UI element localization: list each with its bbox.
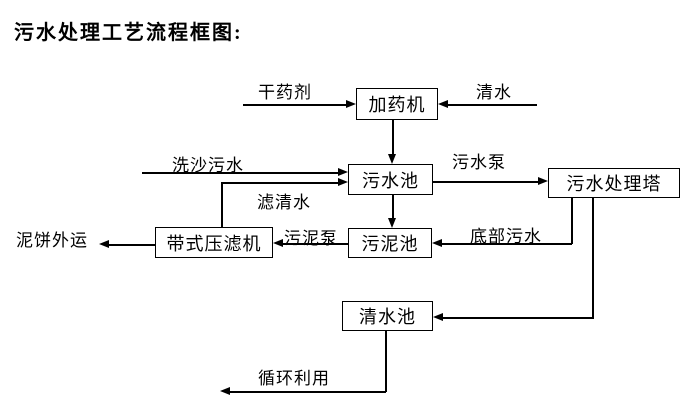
node-belt-filter-press: 带式压滤机 xyxy=(155,227,273,258)
line-mud-cake-out xyxy=(109,244,155,246)
node-sewage-pool: 污水池 xyxy=(348,164,433,195)
label-bottom-sewage: 底部污水 xyxy=(470,227,542,246)
label-clean-water: 清水 xyxy=(476,83,512,102)
node-sludge-pool: 污泥池 xyxy=(348,228,432,258)
line-clean-water xyxy=(448,104,537,106)
arrowhead-clean-water xyxy=(438,100,448,108)
line-bottom-sewage-horizontal xyxy=(442,243,572,245)
arrowhead-tower-to-clean xyxy=(433,313,443,321)
label-sand-washing-sewage: 洗沙污水 xyxy=(172,156,244,175)
line-tower-to-clean-horizontal xyxy=(443,317,593,319)
arrowhead-sewage-to-sludge xyxy=(388,218,396,228)
label-sewage-pump: 污水泵 xyxy=(452,153,506,172)
line-sand-washing-sewage xyxy=(142,172,338,174)
label-filtered-water: 滤清水 xyxy=(257,193,311,212)
label-sludge-pump: 污泥泵 xyxy=(284,229,338,248)
arrowhead-bottom-sewage xyxy=(432,239,442,247)
line-sewage-to-sludge xyxy=(392,195,394,218)
node-clean-water-pool: 清水池 xyxy=(342,301,433,331)
arrowhead-dosing-to-sewage xyxy=(388,154,396,164)
line-sewage-pump xyxy=(433,181,538,183)
line-dry-chemical xyxy=(243,104,346,106)
node-dosing-machine: 加药机 xyxy=(356,88,438,120)
label-mud-cake-out: 泥饼外运 xyxy=(16,231,88,250)
arrowhead-sewage-pump xyxy=(538,177,548,185)
diagram-title: 污水处理工艺流程框图: xyxy=(14,22,243,44)
line-recycle-vertical xyxy=(385,331,387,392)
arrowhead-recycle-use xyxy=(220,387,230,395)
line-bottom-sewage-vertical xyxy=(571,198,573,244)
line-tower-to-clean-vertical xyxy=(592,198,594,319)
line-filtered-water-horizontal xyxy=(221,182,338,184)
node-sewage-treatment-tower: 污水处理塔 xyxy=(548,168,680,198)
arrowhead-dry-chemical xyxy=(346,100,356,108)
line-filtered-water-vertical xyxy=(221,183,223,227)
arrowhead-sludge-pump xyxy=(273,239,283,247)
line-recycle-horizontal xyxy=(230,391,386,393)
line-dosing-to-sewage xyxy=(392,120,394,154)
label-recycle-use: 循环利用 xyxy=(258,369,330,388)
arrowhead-mud-cake-out xyxy=(99,240,109,248)
line-sludge-pump xyxy=(283,243,348,245)
arrowhead-filtered-water xyxy=(338,178,348,186)
label-dry-chemical: 干药剂 xyxy=(258,83,312,102)
arrowhead-sand-washing-sewage xyxy=(338,168,348,176)
